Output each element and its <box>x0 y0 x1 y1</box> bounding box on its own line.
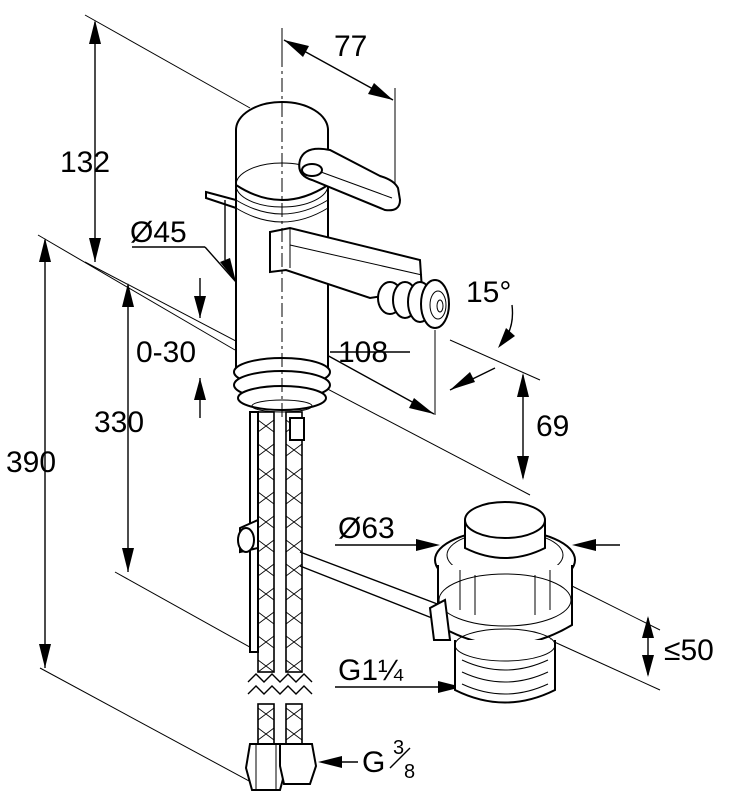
label-max-50: ≤50 <box>664 634 714 667</box>
supply-hoses <box>237 411 318 791</box>
label-77: 77 <box>334 30 367 63</box>
label-330: 330 <box>94 406 144 439</box>
label-108: 108 <box>338 336 388 369</box>
label-g-3-8-denominator: 8 <box>404 761 415 783</box>
lever-handle <box>298 147 402 212</box>
label-diameter-45: Ø45 <box>130 216 187 249</box>
spout <box>269 226 450 329</box>
dimension-labels: 132 77 Ø45 0-30 330 390 108 15° 69 Ø63 ≤… <box>6 30 714 783</box>
pop-up-rod <box>299 551 441 619</box>
label-132: 132 <box>60 146 110 179</box>
label-0-30: 0-30 <box>136 336 196 369</box>
label-diameter-63: Ø63 <box>338 512 395 545</box>
label-15-degree: 15° <box>466 276 511 309</box>
label-g1-1-4: G1¼ <box>338 654 404 687</box>
dimension-arrows <box>39 20 654 768</box>
label-69: 69 <box>536 410 569 443</box>
label-g-3-8-numerator: 3 <box>393 737 404 759</box>
waste-fitting <box>428 501 576 704</box>
label-390: 390 <box>6 446 56 479</box>
label-g-3-8: G <box>362 746 385 779</box>
